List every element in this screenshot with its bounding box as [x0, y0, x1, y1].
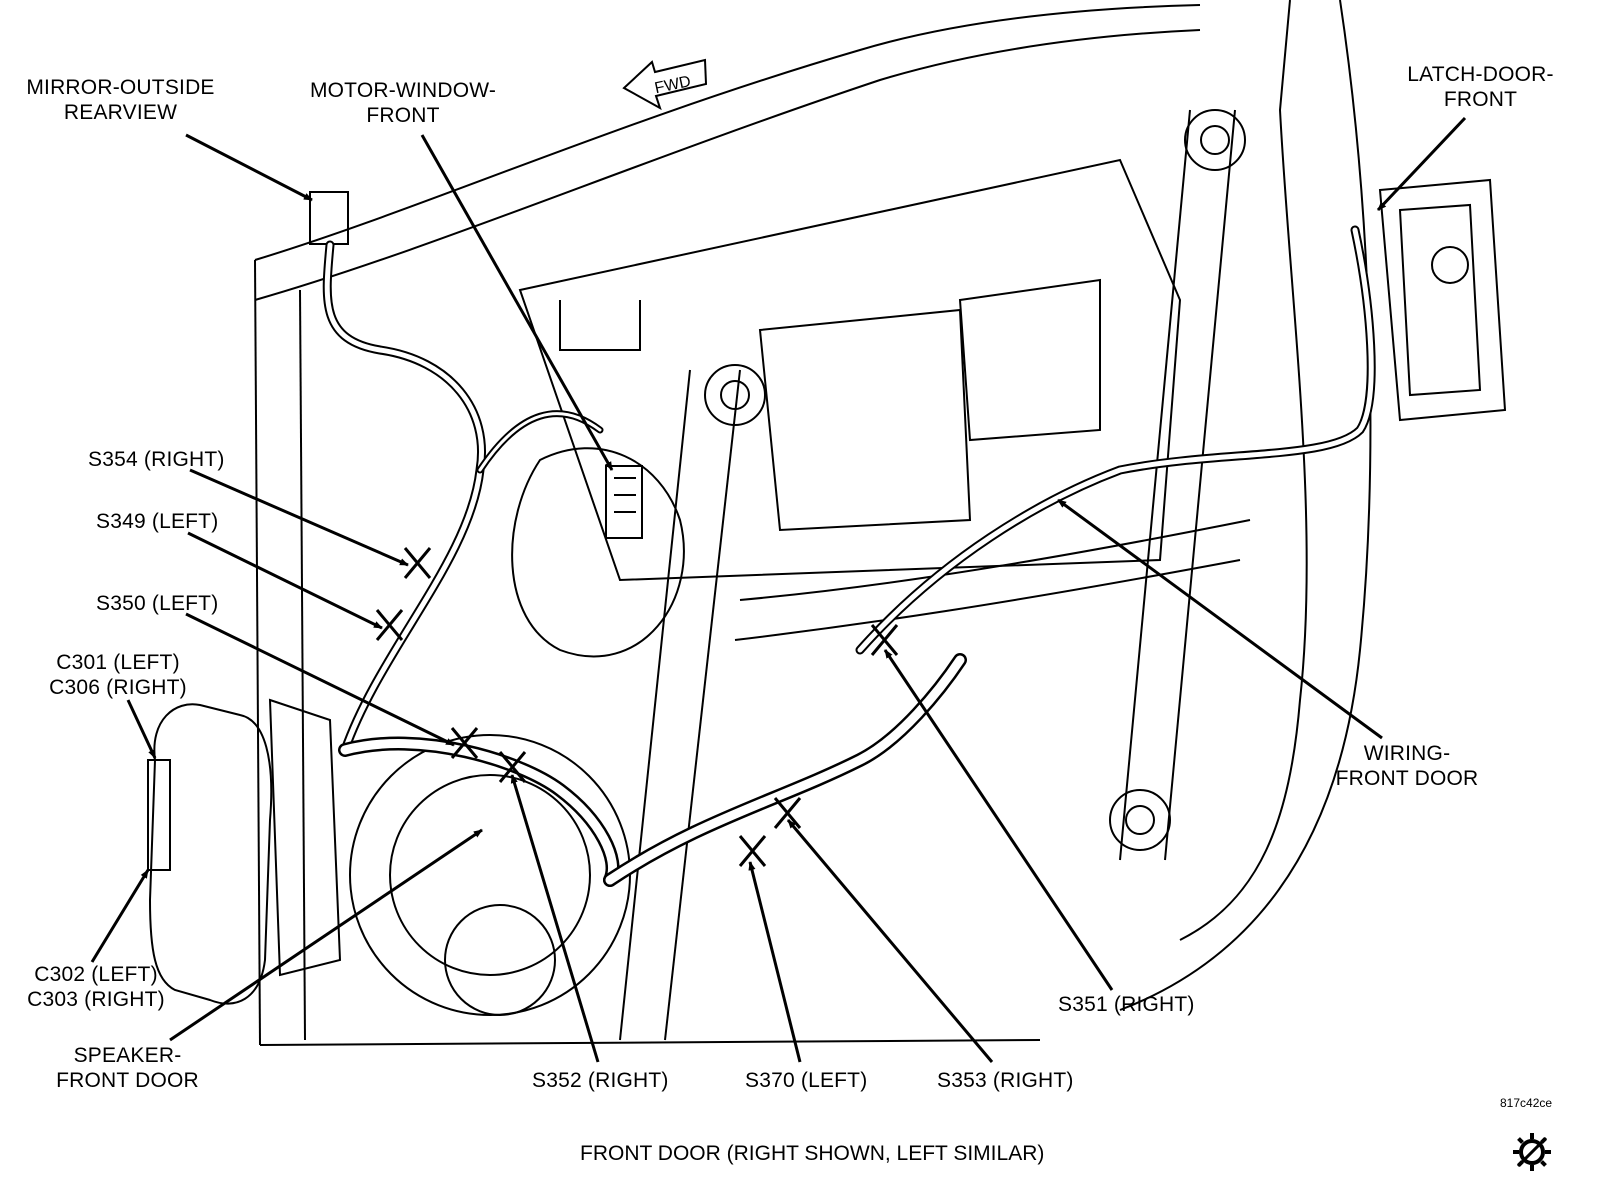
- leader-c302: [90, 869, 150, 963]
- splice-mark-s349: [375, 609, 404, 641]
- leader-s350: [185, 612, 455, 747]
- diagram-caption: FRONT DOOR (RIGHT SHOWN, LEFT SIMILAR): [580, 1142, 1045, 1165]
- gear-icon: [1513, 1133, 1551, 1171]
- leader-s354: [189, 468, 409, 567]
- label-c302-c303: C302 (LEFT) C303 (RIGHT): [27, 963, 165, 1011]
- leader-wiring: [1057, 498, 1383, 740]
- label-speaker-front-door: SPEAKER- FRONT DOOR: [56, 1044, 199, 1092]
- door-panel-artwork: [147, 0, 1507, 1046]
- label-wiring-front-door: WIRING- FRONT DOOR: [1335, 742, 1479, 790]
- leader-latch: [1376, 116, 1467, 212]
- fwd-arrow: FWD: [622, 58, 708, 111]
- leader-s352: [510, 774, 600, 1063]
- splice-mark-s351: [870, 624, 899, 656]
- label-s350: S350 (LEFT): [96, 592, 219, 615]
- label-c301-c306: C301 (LEFT) C306 (RIGHT): [49, 651, 187, 699]
- leader-speaker: [169, 828, 483, 1042]
- label-motor-window-front: MOTOR-WINDOW- FRONT: [309, 79, 497, 127]
- leader-motor-window: [420, 134, 614, 471]
- label-s352: S352 (RIGHT): [532, 1069, 669, 1092]
- splice-mark-s352: [498, 751, 527, 783]
- label-mirror-outside-rearview: MIRROR-OUTSIDE REARVIEW: [26, 76, 215, 124]
- splice-markers: [375, 547, 899, 867]
- splice-mark-s350: [450, 727, 479, 759]
- leader-lines: [90, 116, 1467, 1063]
- label-s353: S353 (RIGHT): [937, 1069, 1074, 1092]
- leader-s351: [883, 649, 1114, 991]
- splice-mark-s353: [773, 797, 802, 829]
- leader-s349: [187, 531, 383, 630]
- label-latch-door-front: LATCH-DOOR- FRONT: [1407, 63, 1554, 111]
- leader-s370: [748, 861, 802, 1063]
- splice-mark-s370: [738, 835, 767, 867]
- reference-code: 817c42ce: [1500, 1096, 1553, 1110]
- leader-s353: [786, 819, 994, 1063]
- splice-mark-s354: [403, 547, 432, 579]
- leader-mirror: [185, 133, 313, 202]
- label-s351: S351 (RIGHT): [1058, 993, 1195, 1016]
- label-s370: S370 (LEFT): [745, 1069, 868, 1092]
- label-s349: S349 (LEFT): [96, 510, 219, 533]
- leader-c301: [126, 699, 157, 759]
- label-s354: S354 (RIGHT): [88, 448, 225, 471]
